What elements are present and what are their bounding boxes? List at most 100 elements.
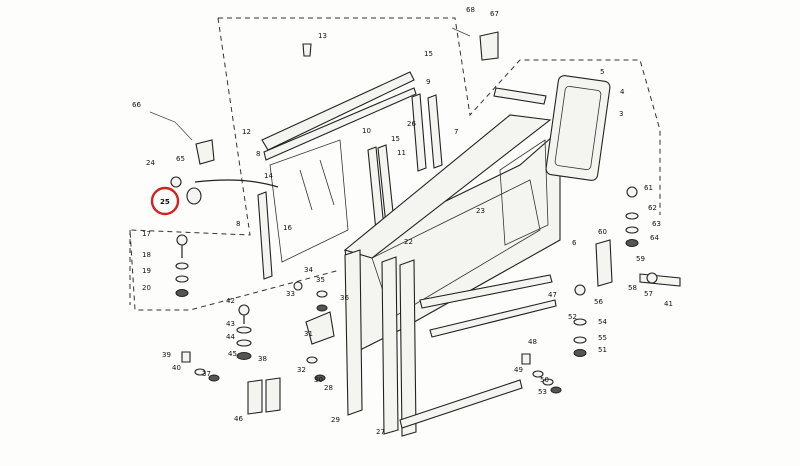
washer-58 xyxy=(646,272,658,284)
callout-39: 39 xyxy=(162,351,171,359)
callout-9: 9 xyxy=(426,78,430,86)
callout-40: 40 xyxy=(172,364,181,372)
washer-62 xyxy=(625,212,639,220)
callout-22: 22 xyxy=(404,238,413,246)
rod-knob-25 xyxy=(186,187,202,205)
callout-61: 61 xyxy=(644,184,653,192)
screw-68 xyxy=(451,27,471,37)
callout-38: 38 xyxy=(258,355,267,363)
glass-hatch xyxy=(299,159,335,211)
callout-13: 13 xyxy=(318,32,327,40)
callout-67: 67 xyxy=(490,10,499,18)
callout-50: 50 xyxy=(540,376,549,384)
callout-65: 65 xyxy=(176,155,185,163)
callout-20: 20 xyxy=(142,284,151,292)
nut-30 xyxy=(314,374,326,382)
callout-62: 62 xyxy=(648,204,657,212)
callout-46: 46 xyxy=(234,415,243,423)
callout-17: 17 xyxy=(142,230,151,238)
washer-42 xyxy=(236,326,252,334)
callout-54: 54 xyxy=(598,318,607,326)
bolt-17 xyxy=(176,234,188,246)
bolt-51 xyxy=(574,284,586,296)
channel-8-left xyxy=(257,191,273,280)
bolt-47 xyxy=(521,353,531,365)
nut-36 xyxy=(316,304,328,312)
nut-64 xyxy=(625,239,639,247)
washer-19 xyxy=(175,275,189,283)
highlight-circle xyxy=(150,186,180,216)
callout-34: 34 xyxy=(304,266,313,274)
nut-50 xyxy=(550,386,562,394)
washer-49 xyxy=(542,378,554,386)
washer-32 xyxy=(306,356,318,364)
callout-19: 19 xyxy=(142,267,151,275)
washer-48 xyxy=(532,370,544,378)
bolt-33 xyxy=(293,281,303,291)
washer-39 xyxy=(194,368,206,376)
callout-24: 24 xyxy=(146,159,155,167)
callout-32: 32 xyxy=(297,366,306,374)
callout-4: 4 xyxy=(620,88,625,96)
callout-11: 11 xyxy=(397,149,406,157)
washer-52 xyxy=(573,318,587,326)
callout-30: 30 xyxy=(314,376,323,384)
callout-37: 37 xyxy=(202,370,211,378)
callout-26: 26 xyxy=(407,120,416,128)
callout-33: 33 xyxy=(286,290,295,298)
hinge-65 xyxy=(195,139,215,165)
bolt-57 xyxy=(639,273,681,287)
callout-48: 48 xyxy=(528,338,537,346)
callout-52: 52 xyxy=(568,313,577,321)
callout-68: 68 xyxy=(466,6,475,14)
callout-7: 7 xyxy=(454,128,458,136)
callout-8: 8 xyxy=(236,220,240,228)
window-glass-3 xyxy=(554,86,602,170)
washer-54 xyxy=(573,336,587,344)
callout-12: 12 xyxy=(242,128,251,136)
washer-43 xyxy=(236,339,252,347)
frame-post-28b xyxy=(399,259,417,437)
channel-7 xyxy=(427,94,443,169)
callout-41: 41 xyxy=(664,300,673,308)
plate-37 xyxy=(247,379,263,415)
prop-rod xyxy=(194,179,279,188)
callout-5: 5 xyxy=(600,68,604,76)
washer-18 xyxy=(175,262,189,270)
callout-25: 25 xyxy=(160,198,170,206)
callout-55: 55 xyxy=(598,334,607,342)
callout-49: 49 xyxy=(514,366,523,374)
callout-42: 42 xyxy=(226,297,235,305)
bolt-41 xyxy=(238,304,250,316)
seal-strip-9 xyxy=(263,87,417,161)
frame-top-rail xyxy=(343,114,552,259)
callout-58: 58 xyxy=(628,284,637,292)
rail-27 xyxy=(419,274,553,309)
callout-66: 66 xyxy=(132,101,141,109)
nut-44 xyxy=(236,352,252,360)
callout-6: 6 xyxy=(572,239,577,247)
callout-29: 29 xyxy=(331,416,340,424)
callout-18: 18 xyxy=(142,251,151,259)
assembly-boundary-line xyxy=(129,17,661,311)
bottom-rail xyxy=(399,379,523,429)
callout-47: 47 xyxy=(548,291,557,299)
callout-45: 45 xyxy=(228,350,237,358)
bracket-31 xyxy=(305,311,335,345)
channel-8-right xyxy=(411,93,427,172)
callout-15: 15 xyxy=(424,50,433,58)
grommet-24 xyxy=(170,176,182,188)
callout-15: 15 xyxy=(391,135,400,143)
callout-28: 28 xyxy=(324,384,333,392)
wire-66 xyxy=(149,111,193,141)
rail-27b xyxy=(429,299,557,338)
callout-3: 3 xyxy=(619,110,623,118)
callout-14: 14 xyxy=(264,172,273,180)
bolt-13 xyxy=(302,43,312,57)
callout-56: 56 xyxy=(594,298,603,306)
callout-64: 64 xyxy=(650,234,659,242)
nut-40 xyxy=(208,374,220,382)
